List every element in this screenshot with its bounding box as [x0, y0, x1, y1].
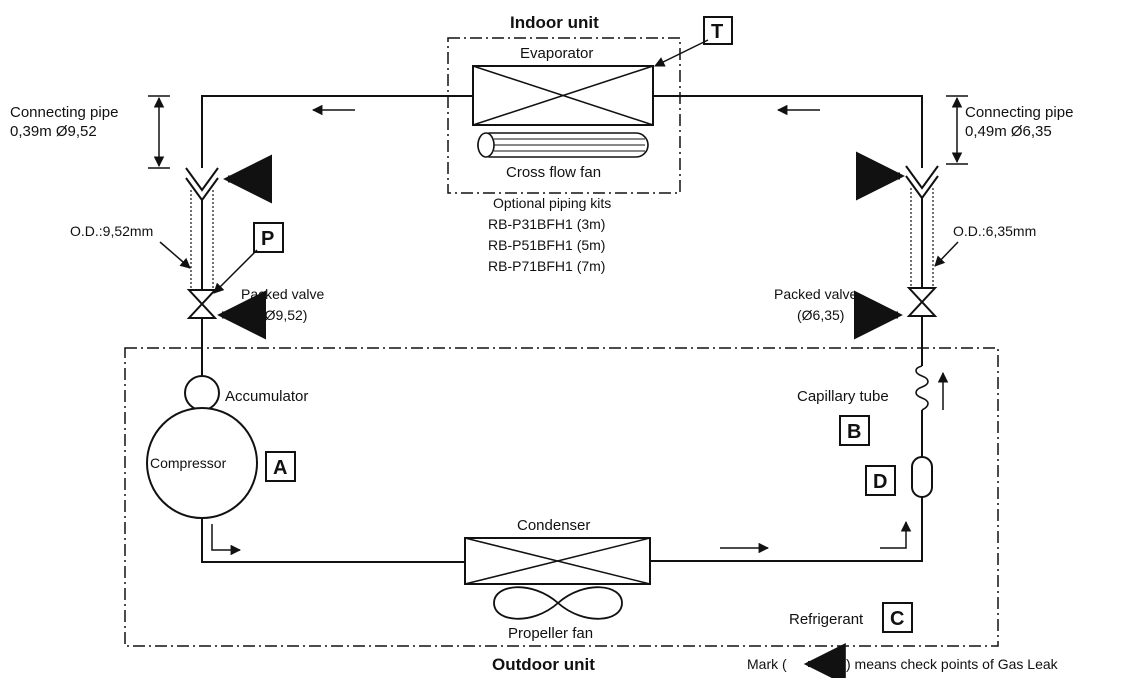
marker-t: T [703, 16, 733, 45]
piping-kit-item: RB-P71BFH1 (7m) [488, 258, 605, 274]
capillary-tube-label: Capillary tube [797, 388, 889, 405]
left-packed-valve-spec: (Ø9,52) [260, 307, 307, 323]
accumulator-label: Accumulator [225, 388, 308, 405]
right-od-leader [934, 241, 959, 267]
compressor-label: Compressor [150, 455, 227, 471]
indoor-unit-title: Indoor unit [510, 13, 599, 32]
cross-flow-fan-label: Cross flow fan [506, 164, 601, 181]
left-od-label: O.D.:9,52mm [70, 223, 153, 239]
piping-kits-title: Optional piping kits [493, 195, 611, 211]
capillary-tube-coil [915, 365, 929, 411]
marker-a: A [265, 451, 296, 482]
riser-flow-arrow [880, 520, 912, 549]
condenser [464, 537, 651, 585]
marker-d: D [865, 465, 896, 496]
right-dotted-pipe [910, 188, 934, 288]
legend-suffix: ) means check points of Gas Leak [846, 656, 1059, 672]
propeller-fan-icon [493, 586, 623, 620]
cross-flow-fan-icon [477, 132, 649, 158]
left-connecting-pipe-label: Connecting pipe [10, 104, 118, 121]
left-connecting-pipe-spec: 0,39m Ø9,52 [10, 123, 97, 140]
outdoor-unit-boundary [124, 347, 999, 647]
svg-text:A: A [273, 457, 287, 479]
marker-p-leader [213, 249, 258, 294]
marker-p: P [253, 222, 284, 253]
piping-kit-item: RB-P51BFH1 (5m) [488, 237, 605, 253]
svg-text:B: B [847, 421, 861, 443]
left-packed-valve-label: Packed valve [241, 286, 324, 302]
right-packed-valve-label: Packed valve [774, 286, 857, 302]
refrigerant-label: Refrigerant [789, 611, 864, 628]
strainer [911, 456, 933, 498]
left-dotted-pipe [190, 190, 214, 290]
marker-c: C [882, 602, 913, 633]
right-od-label: O.D.:6,35mm [953, 223, 1036, 239]
propeller-fan-label: Propeller fan [508, 625, 593, 642]
right-connecting-pipe-label: Connecting pipe [965, 104, 1073, 121]
svg-text:C: C [890, 608, 904, 630]
suction-connecting-pipe [201, 95, 473, 168]
left-packed-valve [186, 289, 218, 319]
discharge-pipe [201, 518, 465, 563]
left-od-leader [159, 241, 191, 269]
svg-text:T: T [711, 21, 723, 43]
piping-kit-item: RB-P31BFH1 (3m) [488, 216, 605, 232]
evaporator [472, 65, 654, 126]
outdoor-unit-title: Outdoor unit [492, 655, 595, 674]
svg-text:D: D [873, 471, 887, 493]
condenser-label: Condenser [517, 517, 590, 534]
discharge-flow-arrow [211, 524, 242, 556]
marker-t-leader [654, 39, 709, 67]
accumulator [184, 375, 220, 411]
marker-b: B [839, 415, 870, 446]
liquid-connecting-pipe [653, 95, 923, 168]
evaporator-label: Evaporator [520, 45, 593, 62]
liquid-pipe [650, 497, 923, 562]
legend-prefix: Mark ( [747, 656, 787, 672]
right-connecting-pipe-spec: 0,49m Ø6,35 [965, 123, 1052, 140]
svg-text:P: P [261, 228, 274, 250]
indoor-unit-boundary [447, 37, 681, 194]
right-packed-valve [906, 287, 938, 317]
right-packed-valve-spec: (Ø6,35) [797, 307, 844, 323]
